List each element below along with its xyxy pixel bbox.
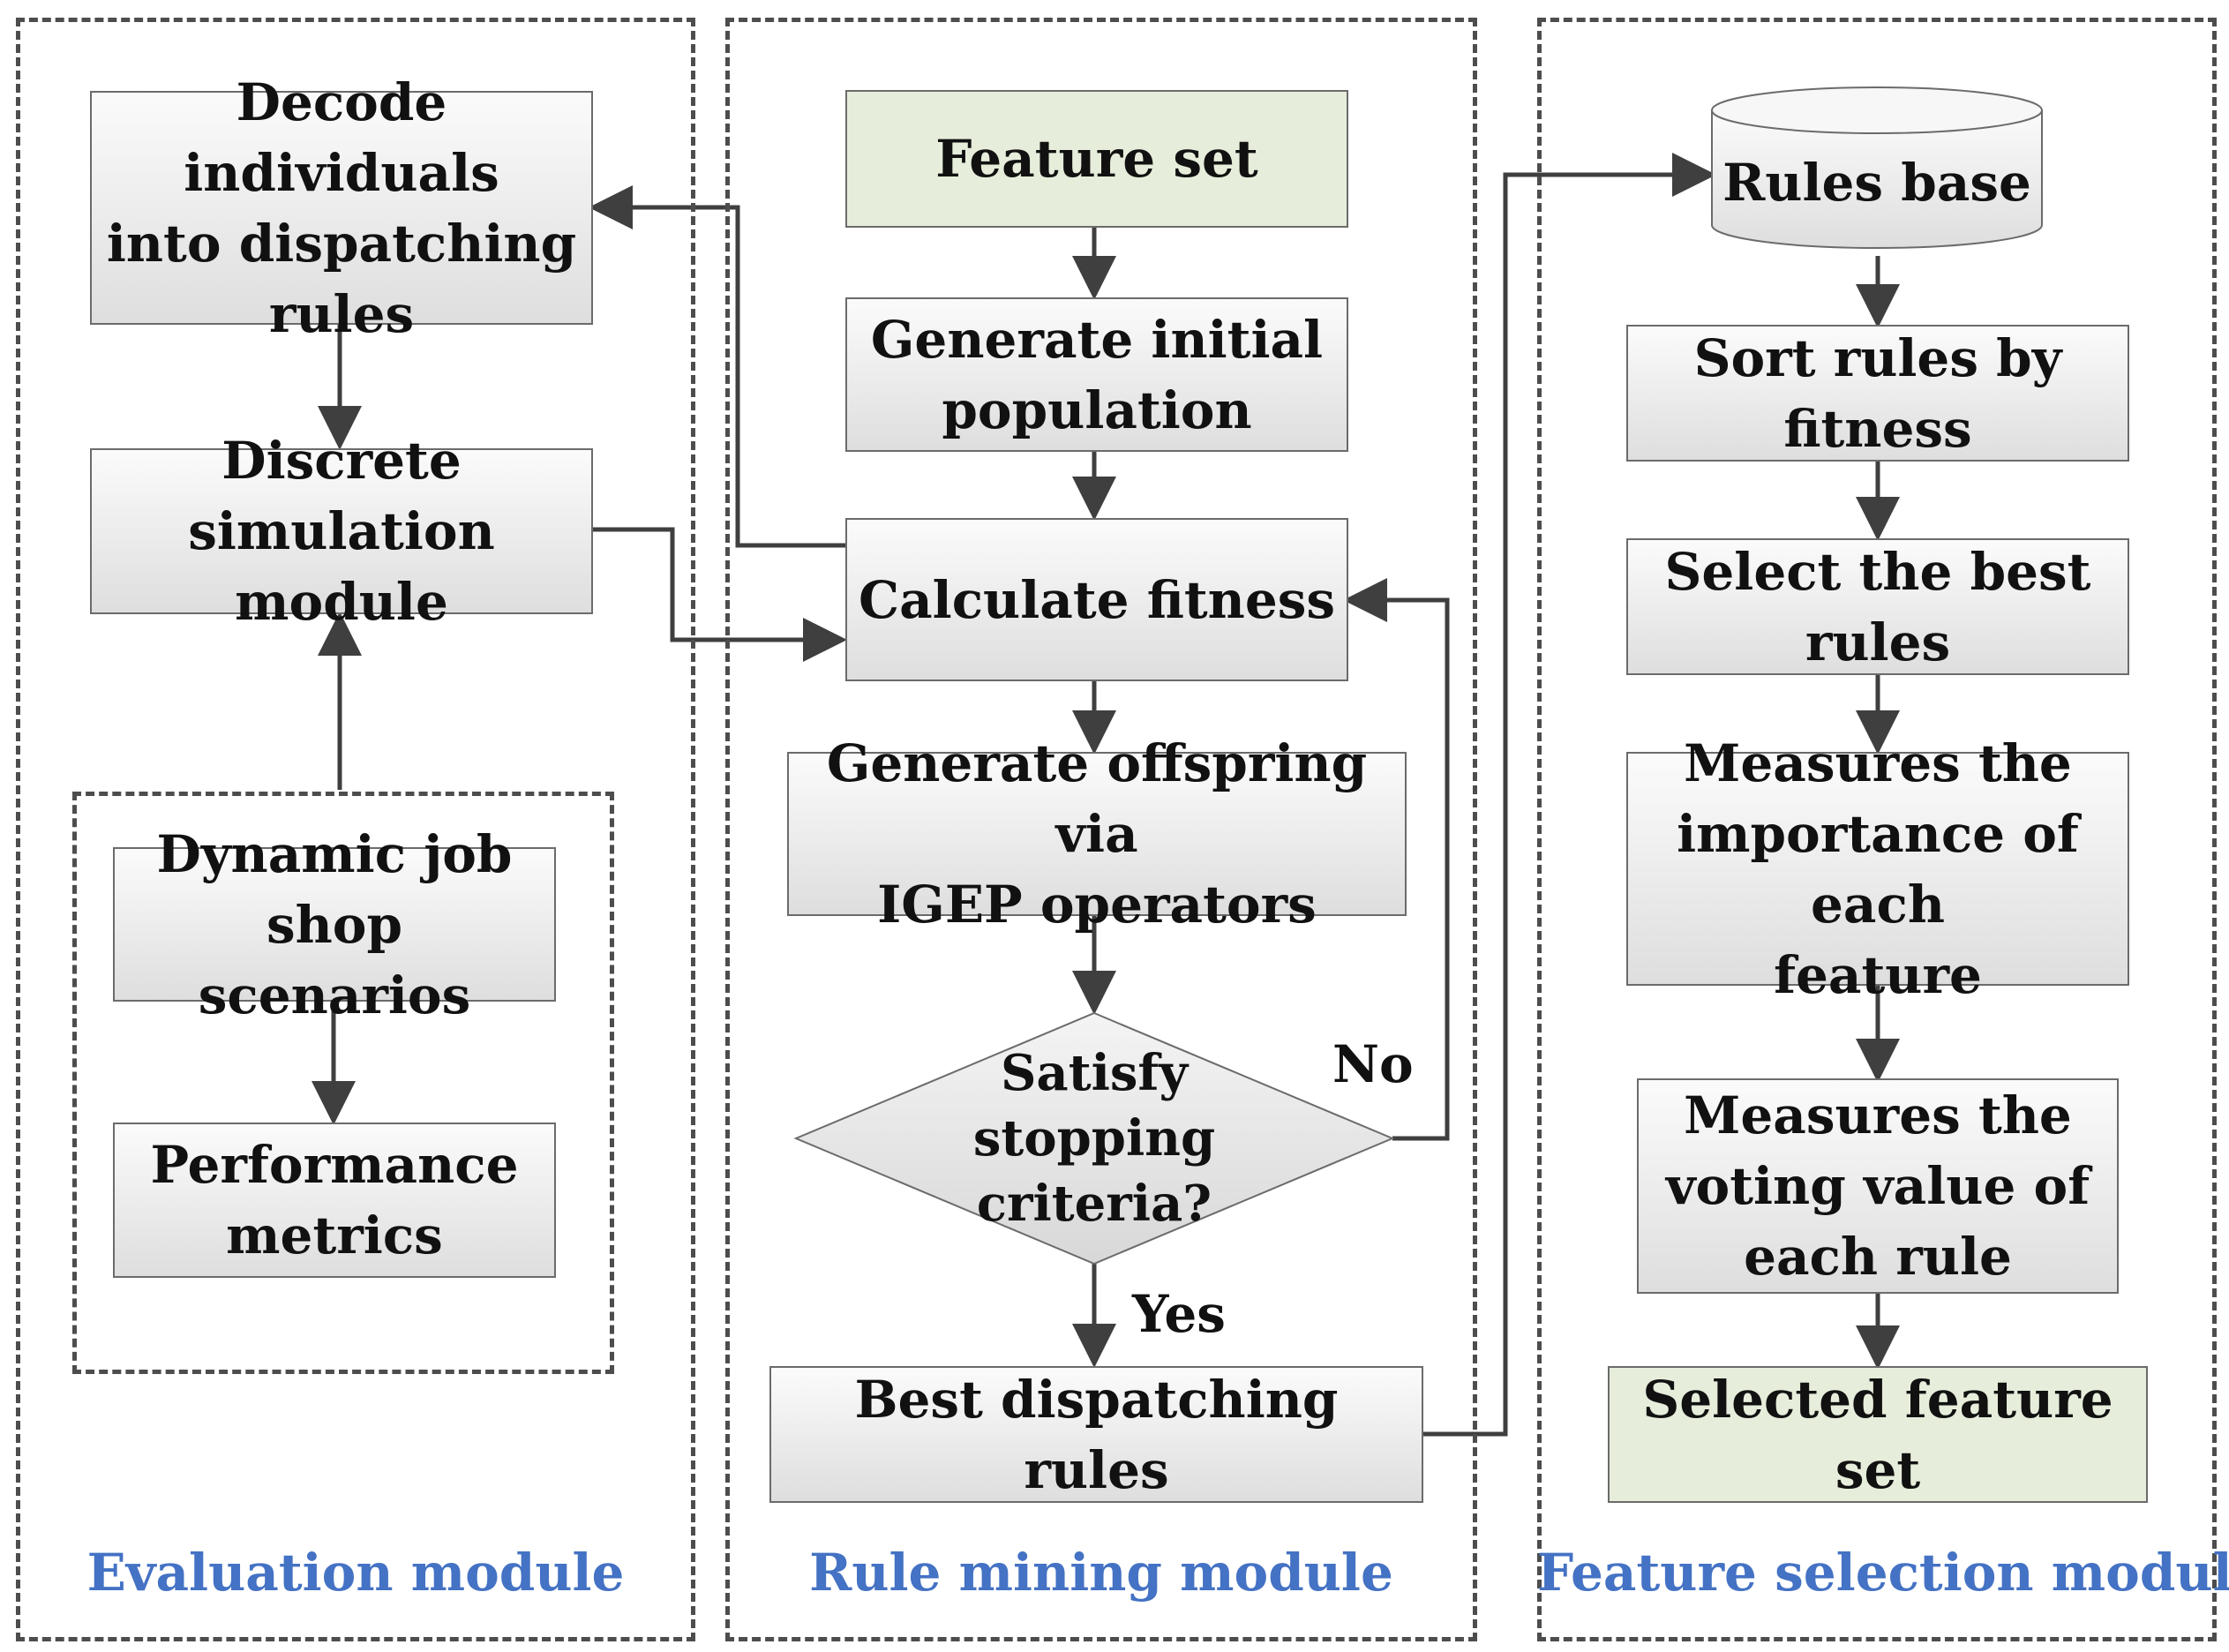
dynamic-line-2: shop scenarios (198, 894, 471, 1025)
rules-base-cylinder (1711, 86, 2043, 249)
decode-line-2: into dispatching (106, 213, 577, 274)
sort-line-1: Sort rules by (1693, 327, 2062, 388)
offspring-line-1: Generate offspring via (826, 733, 1368, 864)
discrete-line-1: Discrete simulation (188, 431, 495, 561)
calculate-fitness-box: Calculate fitness (845, 518, 1348, 681)
generate-offspring-box: Generate offspring via IGEP operators (787, 733, 1407, 935)
decision-diamond (793, 1011, 1395, 1265)
performance-line-2: metrics (226, 1205, 443, 1265)
stopping-criteria-text: Satisfy stopping criteria? (874, 1044, 1315, 1233)
rule-mining-module-frame (725, 18, 1477, 1641)
dynamic-job-shop-box: Dynamic job shop scenarios (113, 824, 556, 1025)
importance-line-3: feature (1774, 944, 1982, 1005)
yes-label: Yes (1132, 1284, 1226, 1344)
generate-initial-population-box: Generate initial population (845, 297, 1348, 452)
select-best-rules-box: Select the best rules (1626, 538, 2129, 675)
feature-selection-module-frame (1537, 18, 2217, 1641)
no-label: No (1332, 1034, 1414, 1094)
select-line-2: rules (1805, 612, 1951, 672)
arrow-discrete-to-fitness (593, 527, 847, 662)
performance-line-1: Performance (150, 1135, 519, 1195)
initial-line-2: population (942, 379, 1252, 440)
importance-line-1: Measures the (1684, 732, 2072, 793)
importance-line-2: importance of each (1677, 803, 2079, 935)
discrete-simulation-box: Discrete simulation module (90, 431, 593, 632)
voting-line-2: voting value of (1665, 1156, 2090, 1216)
voting-line-1: Measures the (1684, 1085, 2072, 1145)
measures-voting-box: Measures the voting value of each rule (1637, 1078, 2119, 1294)
performance-metrics-box: Performance metrics (113, 1123, 556, 1278)
rules-base-label: Rules base (1722, 153, 2031, 213)
best-dispatching-rules-box: Best dispatching rules (769, 1366, 1423, 1503)
select-line-1: Select the best (1664, 541, 2091, 602)
rule-mining-module-title: Rule mining module (809, 1543, 1393, 1603)
evaluation-module-title: Evaluation module (86, 1543, 625, 1603)
dynamic-line-1: Dynamic job (156, 823, 513, 884)
selected-feature-set-box: Selected feature set (1608, 1366, 2148, 1503)
measures-importance-box: Measures the importance of each feature (1626, 733, 2129, 1005)
discrete-line-2: module (235, 572, 448, 632)
offspring-line-2: IGEP operators (877, 875, 1317, 935)
arrow-fitness-to-decode (589, 185, 845, 548)
sort-rules-box: Sort rules by fitness (1626, 325, 2129, 462)
feature-set-box: Feature set (845, 90, 1348, 228)
evaluation-module-frame (16, 18, 695, 1641)
arrow-best-to-rulesbase (1423, 153, 1716, 1437)
sort-line-2: fitness (1783, 398, 1972, 459)
initial-line-1: Generate initial (870, 309, 1324, 370)
decision-line-2: criteria? (976, 1175, 1212, 1233)
scenario-subgroup-frame (72, 792, 614, 1374)
arrow-no-loop (1343, 578, 1450, 1141)
decode-line-1: Decode individuals (184, 71, 499, 203)
decode-individuals-box: Decode individuals into dispatching rule… (90, 72, 593, 344)
voting-line-3: each rule (1744, 1227, 2012, 1287)
feature-selection-module-title: Feature selection module (1537, 1543, 2229, 1603)
decode-line-3: rules (268, 283, 415, 344)
decision-line-1: Satisfy stopping (972, 1044, 1216, 1168)
